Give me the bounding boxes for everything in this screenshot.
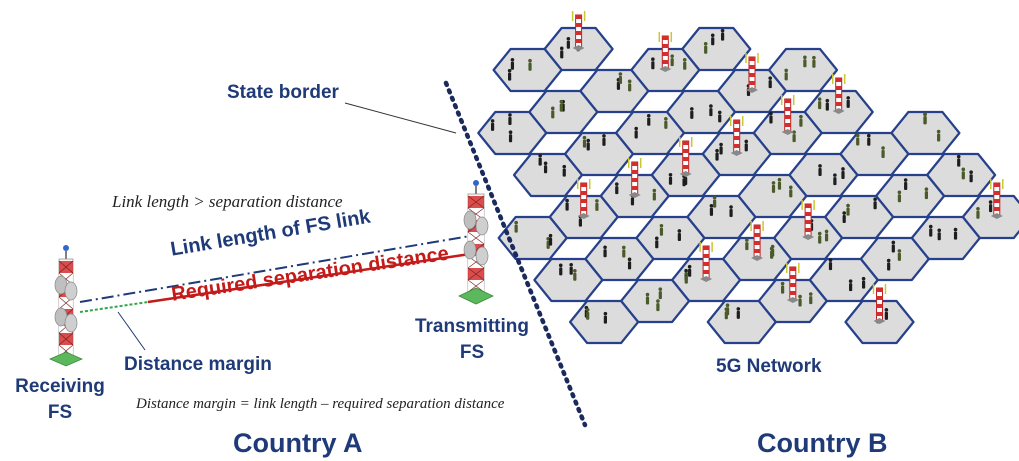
state-border-label: State border [227,82,339,103]
distance-margin-line [79,301,149,313]
transmitting-fs-line1: Transmitting [414,316,529,337]
state-border-line [443,80,588,428]
transmitting-fs-label: Transmitting FS [413,314,531,366]
receiving-fs-label: Receiving FS [12,374,108,426]
receiving-fs-line1: Receiving [15,376,105,397]
separation-inequality-text: Link length > separation distance [112,192,343,211]
receiving-fs-line2: FS [47,402,73,423]
country-a-label: Country A [233,428,363,458]
margin-formula-text: Distance margin = link length – required… [136,396,505,412]
state-border-leader [344,102,457,134]
5g-network-hex-grid [477,11,1019,345]
5g-network-label: 5G Network [716,356,822,377]
distance-margin-leader [117,311,146,351]
distance-margin-label: Distance margin [124,354,272,375]
country-b-label: Country B [757,428,888,458]
transmitting-fs-line2: FS [459,342,485,363]
transmitting-fs-tower [458,180,494,305]
required-separation-line [147,252,471,304]
receiving-fs-tower [49,245,83,367]
